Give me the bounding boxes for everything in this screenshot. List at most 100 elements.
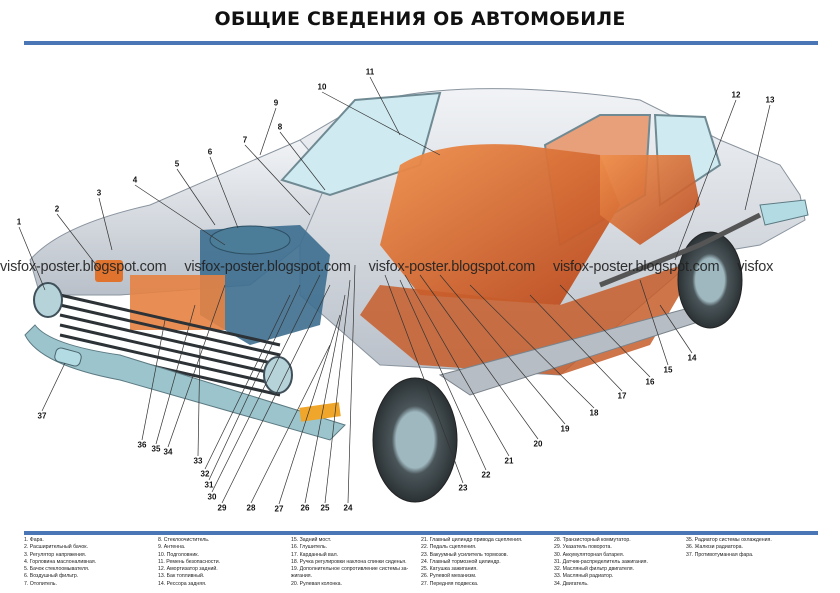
legend-item: 27. Передняя подвеска. <box>421 580 479 587</box>
radiator-grille <box>59 293 281 397</box>
legend-item: 18. Ручка регулировки наклона спинки сид… <box>291 558 407 565</box>
callout-label: 28 <box>246 503 256 513</box>
legend-item: жигания. <box>291 573 313 580</box>
legend-column-2: 8. Стеклоочиститель. 9. Антенна. 10. Под… <box>158 537 220 588</box>
legend-item: 36. Жалюзи радиатора. <box>686 544 743 551</box>
callout-label: 18 <box>589 408 599 418</box>
legend-item: 15. Задний мост. <box>291 537 332 543</box>
callout-label: 2 <box>54 204 60 214</box>
headlight-right <box>263 356 293 394</box>
callout-label: 9 <box>273 98 279 108</box>
expansion-tank <box>95 260 123 282</box>
top-divider <box>24 41 818 45</box>
callout-label: 13 <box>765 95 775 105</box>
legend-item: 12. Амортизатор задний. <box>158 566 218 573</box>
legend-column-4: 21. Главный цилиндр привода сцепления. 2… <box>421 537 522 588</box>
watermark-text: visfox <box>737 259 774 275</box>
callout-label: 11 <box>365 67 375 77</box>
bottom-divider <box>24 531 818 535</box>
air-filter <box>209 225 291 255</box>
watermark-text: visfox-poster.blogspot.com <box>0 259 167 275</box>
callout-label: 16 <box>645 377 655 387</box>
legend-item: 23. Вакуумный усилитель тормозов. <box>421 551 508 558</box>
rear-wheel <box>677 231 743 329</box>
legend-item: 24. Главный тормозной цилиндр. <box>421 558 501 565</box>
callout-label: 1 <box>16 217 22 227</box>
legend-item: 14. Рессора задняя. <box>158 580 207 587</box>
callout-label: 15 <box>663 365 673 375</box>
callout-label: 7 <box>242 135 248 145</box>
legend-item: 11. Ремень безопасности. <box>158 558 221 565</box>
legend-item: 26. Рулевой механизм. <box>421 573 477 580</box>
legend-item: 4. Горловина маслоналивная. <box>24 558 97 565</box>
callout-label: 4 <box>132 175 138 185</box>
legend-item: 35. Радиатор системы охлаждения. <box>686 537 772 543</box>
callout-label: 29 <box>217 503 227 513</box>
exhaust-pipe <box>599 212 762 288</box>
turn-signal <box>299 402 341 422</box>
callout-label: 20 <box>533 439 543 449</box>
headlight-left <box>33 282 63 318</box>
legend-item: 9. Антенна. <box>158 544 186 551</box>
callout-label: 24 <box>343 503 353 513</box>
callout-label: 12 <box>731 90 741 100</box>
callout-label: 30 <box>207 492 217 502</box>
car-cutaway-diagram: visfox-poster.blogspot.com visfox-poster… <box>0 45 840 530</box>
legend-item: 8. Стеклоочиститель. <box>158 537 210 543</box>
legend-item: 34. Двигатель. <box>554 580 589 587</box>
front-wheel <box>372 377 458 503</box>
legend-item: 21. Главный цилиндр привода сцепления. <box>421 537 523 543</box>
legend-item: 5. Бачок стеклоомывателя. <box>24 566 90 573</box>
car-illustration <box>18 76 809 505</box>
legend-item: 6. Воздушный фильтр. <box>24 573 79 580</box>
fog-light <box>54 347 82 367</box>
legend-item: 25. Катушка зажигания. <box>421 566 478 573</box>
engine-block <box>200 225 330 345</box>
callout-label: 33 <box>193 456 203 466</box>
legend-item: 17. Карданный вал. <box>291 551 339 558</box>
callout-label: 23 <box>458 483 468 493</box>
callout-label: 5 <box>174 159 180 169</box>
callout-label: 34 <box>163 447 173 457</box>
watermark: visfox-poster.blogspot.com visfox-poster… <box>0 259 840 275</box>
legend-item: 10. Подголовник. <box>158 551 199 558</box>
legend-item: 20. Рулевая колонка. <box>291 580 342 587</box>
legend-item: 33. Масляный радиатор. <box>554 573 614 580</box>
callout-label: 21 <box>504 456 514 466</box>
interior-seats <box>380 144 620 305</box>
callout-label: 22 <box>481 470 491 480</box>
legend-item: 37. Противотуманная фара. <box>686 551 754 558</box>
legend-item: 28. Транзисторный коммутатор. <box>554 537 631 543</box>
callout-label: 26 <box>300 503 310 513</box>
legend-item: 29. Указатель поворота. <box>554 544 612 551</box>
callout-label: 6 <box>207 147 213 157</box>
callout-label: 32 <box>200 469 210 479</box>
legend-item: 19. Дополнительное сопротивление системы… <box>291 566 409 573</box>
callout-label: 25 <box>320 503 330 513</box>
callout-label: 27 <box>274 504 284 514</box>
legend-item: 2. Расширительный бачок. <box>24 544 88 551</box>
callout-label: 37 <box>37 411 47 421</box>
callout-label: 10 <box>317 82 327 92</box>
callout-label: 35 <box>151 444 161 454</box>
watermark-text: visfox-poster.blogspot.com <box>184 259 351 275</box>
legend-column-3: 15. Задний мост. 16. Глушитель. 17. Кард… <box>291 537 408 588</box>
rear-seat <box>600 155 700 245</box>
front-bumper <box>24 324 346 441</box>
legend-item: 30. Аккумуляторная батарея. <box>554 551 625 558</box>
callout-label: 14 <box>687 353 697 363</box>
legend-item: 1. Фара. <box>24 537 44 543</box>
callout-label: 19 <box>560 424 570 434</box>
page-title: ОБЩИЕ СВЕДЕНИЯ ОБ АВТОМОБИЛЕ <box>214 8 626 30</box>
legend-item: 3. Регулятор напряжения. <box>24 551 87 558</box>
callout-label: 17 <box>617 391 627 401</box>
callout-label: 36 <box>137 440 147 450</box>
legend-item: 22. Педаль сцепления. <box>421 544 477 551</box>
callout-label: 31 <box>204 480 214 490</box>
callout-label: 8 <box>277 122 283 132</box>
legend-item: 16. Глушитель. <box>291 544 328 551</box>
legend-item: 7. Отопитель. <box>24 580 57 587</box>
legend-item: 32. Масляный фильтр двигателя. <box>554 566 635 573</box>
legend-column-1: 1. Фара. 2. Расширительный бачок. 3. Рег… <box>24 537 96 588</box>
watermark-text: visfox-poster.blogspot.com <box>368 259 536 275</box>
